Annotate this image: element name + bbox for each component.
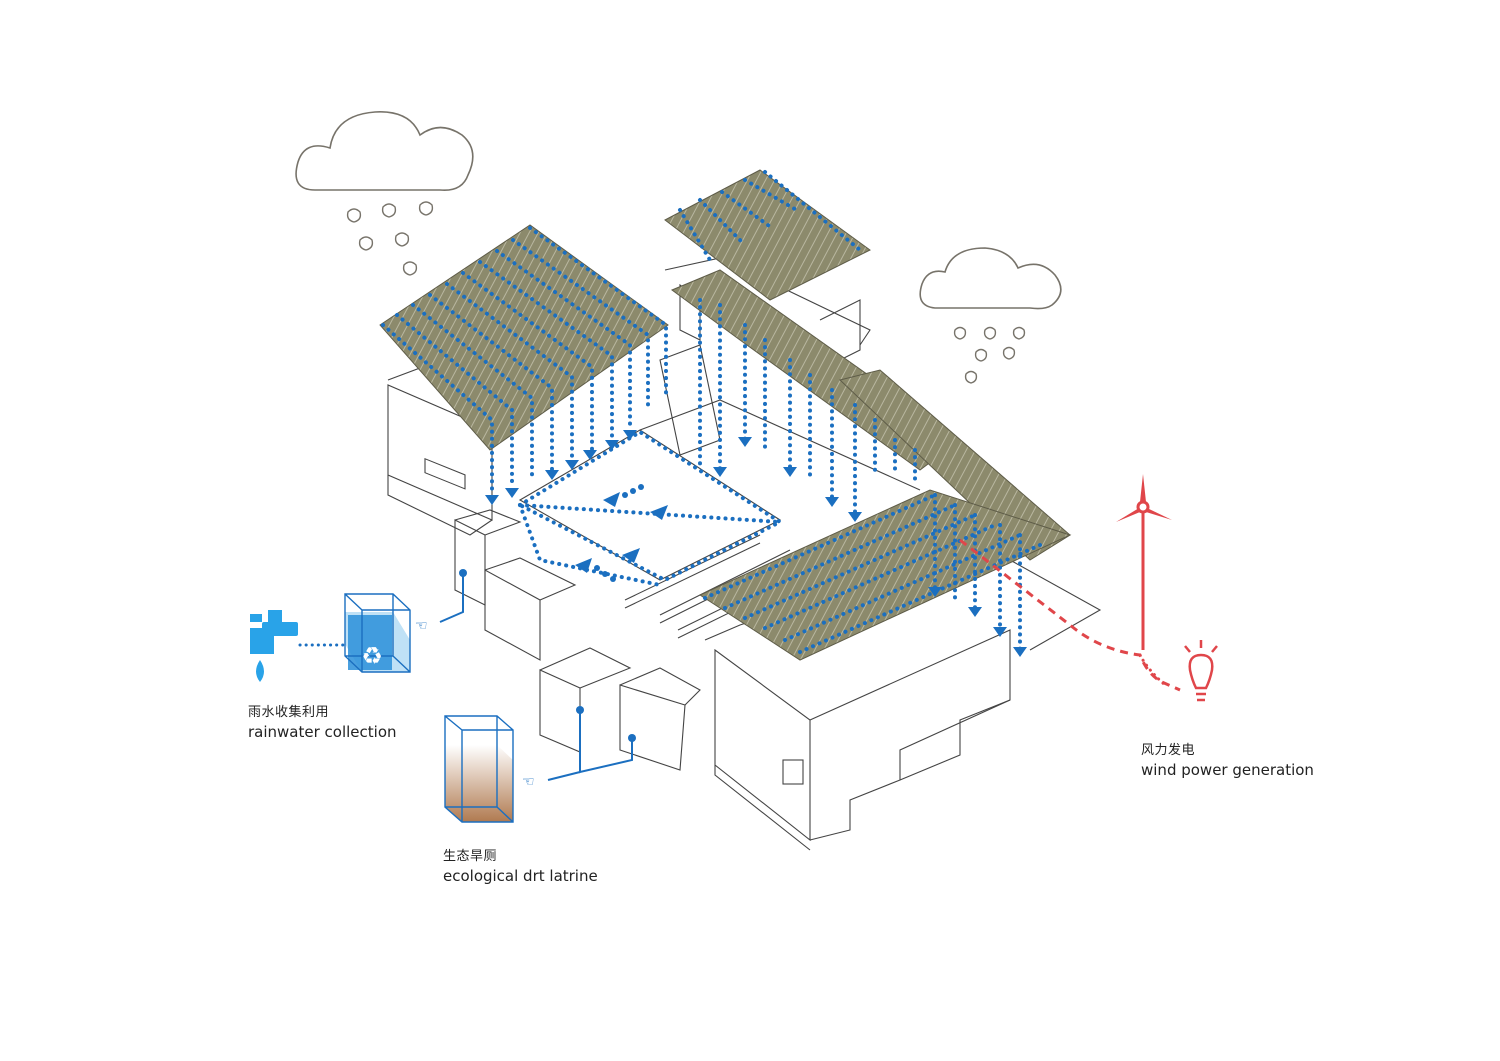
wind-label-en: wind power generation (1141, 761, 1314, 779)
latrine-tank-icon (444, 715, 514, 823)
rainwater-label-cn: 雨水收集利用 (248, 705, 330, 720)
power-dots (1138, 653, 1167, 687)
recycle-tank-icon: ♻ (344, 593, 411, 673)
wind-turbine-icon (1116, 474, 1172, 650)
rainwater-label-en: rainwater collection (248, 723, 397, 741)
latrine-label: 生态旱厕 ecological drt latrine (443, 848, 598, 886)
rain-collection-pipe (439, 573, 464, 623)
svg-text:♻: ♻ (361, 643, 383, 670)
rainwater-collection-label: 雨水收集利用 rainwater collection (248, 704, 397, 742)
latrine-pipe (547, 710, 633, 781)
pipe-node (576, 706, 584, 714)
water-tap-icon (250, 610, 298, 682)
latrine-label-cn: 生态旱厕 (443, 849, 498, 864)
latrine-label-en: ecological drt latrine (443, 867, 598, 885)
pipe-node (459, 569, 467, 577)
raindrop-icon-group-right (953, 326, 1026, 384)
flow-arrow-icon (485, 430, 1027, 657)
pointing-hand-icon: ☜ (415, 617, 428, 633)
pointing-hand-icon: ☜ (522, 773, 535, 789)
light-bulb-icon (1184, 640, 1218, 702)
wind-label-cn: 风力发电 (1141, 743, 1196, 758)
pipe-node (628, 734, 636, 742)
flow-dots (594, 484, 644, 582)
raindrop-icon-group-left (346, 201, 434, 276)
wind-power-label: 风力发电 wind power generation (1141, 742, 1314, 780)
rain-flow-lines (381, 170, 1042, 654)
cloud-icon-left (295, 111, 474, 192)
cloud-icon-right (919, 247, 1062, 310)
